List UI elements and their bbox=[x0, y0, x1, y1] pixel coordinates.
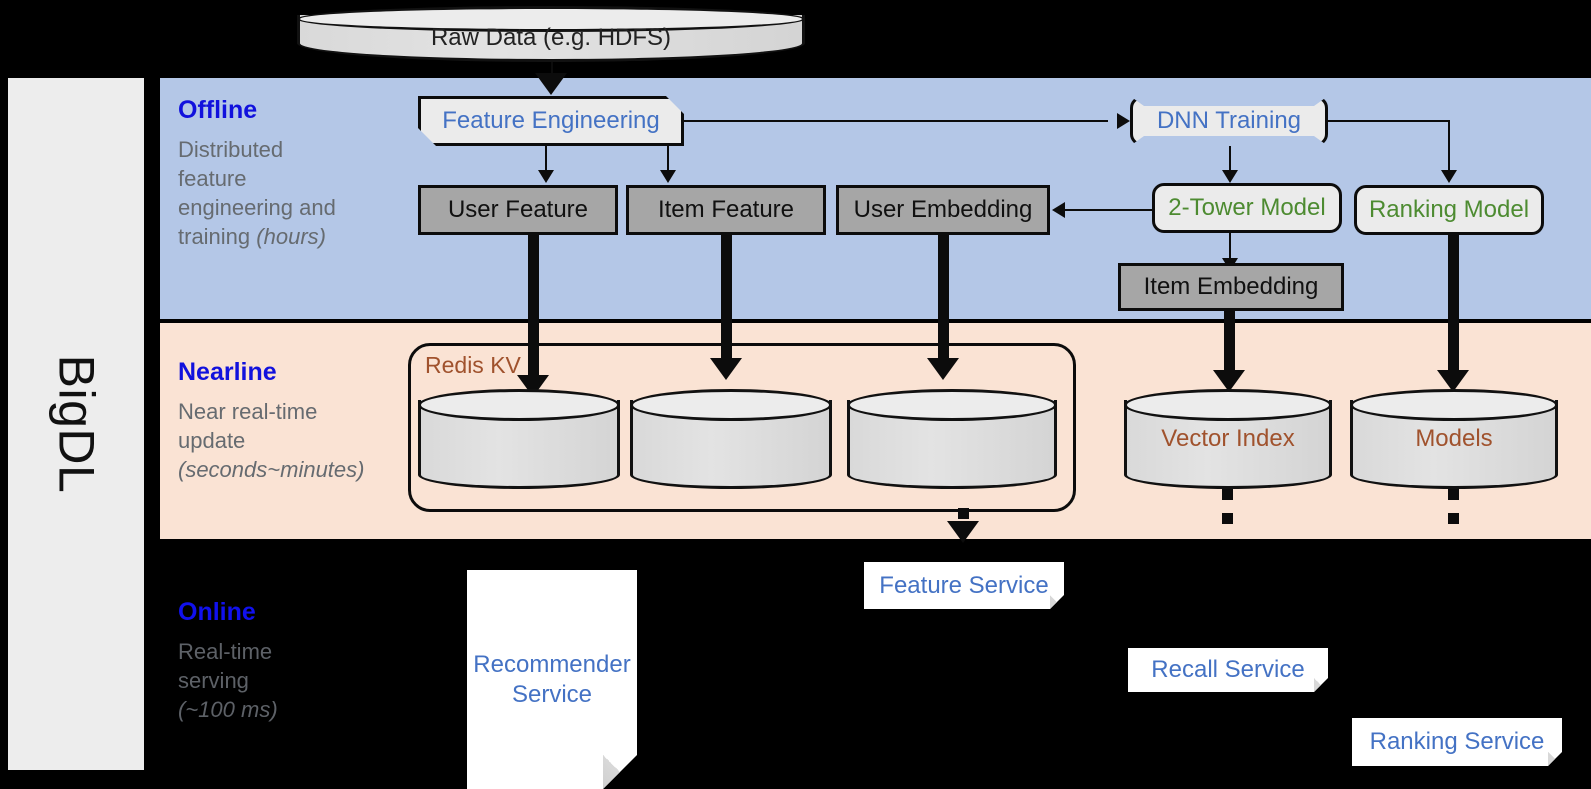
ranking-service-label: Ranking Service bbox=[1369, 728, 1545, 755]
recommender-service-l1: Recommender bbox=[473, 650, 631, 678]
pipe-userembedding-kv bbox=[938, 235, 949, 365]
redis-kv-label: Redis KV bbox=[425, 352, 521, 378]
stage-label-nearline: Nearline Near real-time update (seconds~… bbox=[178, 358, 418, 484]
vector-index-cylinder[interactable]: Vector Index bbox=[1124, 389, 1332, 489]
node-recommender-service[interactable]: Recommender Service bbox=[467, 570, 637, 789]
connector-fe-userfeature bbox=[545, 146, 547, 172]
page-fold-icon bbox=[1050, 595, 1064, 609]
user-embedding-label: User Embedding bbox=[853, 196, 1033, 224]
node-ranking-model[interactable]: Ranking Model bbox=[1354, 185, 1544, 235]
arrowhead-itemfeature-kv bbox=[710, 358, 742, 380]
pipe-itemembedding-vectorindex bbox=[1224, 311, 1235, 376]
node-ranking-service[interactable]: Ranking Service bbox=[1352, 718, 1562, 766]
dnn-training-label: DNN Training bbox=[1156, 107, 1302, 135]
arrowhead-rawdata-fe bbox=[535, 73, 567, 95]
node-feature-service[interactable]: Feature Service bbox=[864, 562, 1064, 609]
pipe-userfeature-kv bbox=[528, 235, 539, 385]
offline-desc-l1: Distributed bbox=[178, 137, 284, 162]
raw-data-cylinder: Raw Data (e.g. HDFS) bbox=[297, 6, 805, 62]
arrowhead-rankingmodel-models bbox=[1437, 370, 1469, 392]
offline-desc-l4: training bbox=[178, 224, 257, 250]
offline-desc-l3: engineering and bbox=[178, 195, 336, 221]
kv-cylinder-1-top bbox=[418, 389, 620, 421]
dash-models-1 bbox=[1448, 489, 1459, 500]
offline-desc-italic: (hours) bbox=[256, 224, 326, 250]
recommender-service-text: Recommender Service bbox=[473, 650, 630, 710]
two-tower-model-label: 2-Tower Model bbox=[1168, 194, 1326, 222]
raw-data-cylinder-top bbox=[297, 6, 805, 32]
connector-dnn-rankingmodel-h bbox=[1328, 120, 1450, 122]
kv-cylinder-3[interactable] bbox=[847, 389, 1057, 489]
node-user-embedding[interactable]: User Embedding bbox=[836, 185, 1050, 235]
vector-index-cylinder-top bbox=[1124, 389, 1332, 421]
stage-desc-online: Real-time serving (~100 ms) bbox=[178, 637, 418, 724]
stage-desc-offline: Distributed feature engineering and trai… bbox=[178, 135, 418, 251]
connector-dnn-twotower bbox=[1229, 146, 1231, 172]
page-fold-icon bbox=[1548, 752, 1562, 766]
user-feature-label: User Feature bbox=[447, 196, 589, 224]
online-desc-l2: serving bbox=[178, 668, 249, 694]
recall-service-label: Recall Service bbox=[1151, 656, 1305, 683]
page-fold-icon bbox=[1314, 678, 1328, 692]
online-desc-italic: (~100 ms) bbox=[178, 697, 278, 723]
connector-twotower-userembedding bbox=[1065, 209, 1155, 211]
connector-dnn-rankingmodel-v bbox=[1448, 120, 1450, 172]
node-item-embedding[interactable]: Item Embedding bbox=[1118, 263, 1344, 311]
arrowhead-kv-featureservice bbox=[947, 521, 979, 543]
arrowhead-dnn-rankingmodel bbox=[1441, 170, 1457, 183]
kv-cylinder-1[interactable] bbox=[418, 389, 620, 489]
ranking-model-label: Ranking Model bbox=[1368, 196, 1530, 224]
arrowhead-twotower-userembedding bbox=[1052, 202, 1065, 218]
dash-models-2 bbox=[1448, 513, 1459, 524]
dash-vectorindex-1 bbox=[1222, 489, 1233, 500]
stage-title-nearline: Nearline bbox=[178, 358, 277, 386]
bigdl-label: BigDL bbox=[48, 354, 104, 494]
redis-kv-container bbox=[408, 343, 1076, 512]
item-feature-label: Item Feature bbox=[657, 196, 795, 224]
node-two-tower-model[interactable]: 2-Tower Model bbox=[1152, 183, 1342, 233]
stage-title-offline: Offline bbox=[178, 96, 258, 124]
feature-engineering-label: Feature Engineering bbox=[442, 107, 660, 135]
nearline-desc-l2: update bbox=[178, 428, 246, 454]
feature-service-label: Feature Service bbox=[879, 571, 1049, 599]
connector-twotower-itememb bbox=[1229, 233, 1231, 261]
arrowhead-fe-userfeature bbox=[538, 170, 554, 183]
arrowhead-userembedding-kv bbox=[927, 358, 959, 380]
nearline-desc-l1: Near real-time bbox=[178, 399, 318, 424]
online-desc-l1: Real-time bbox=[178, 639, 273, 664]
node-recall-service[interactable]: Recall Service bbox=[1128, 648, 1328, 692]
pipe-itemfeature-kv bbox=[721, 235, 732, 365]
offline-desc-l2: feature bbox=[178, 166, 247, 192]
arrowhead-itemembedding-vectorindex bbox=[1213, 370, 1245, 392]
models-cylinder-top bbox=[1350, 389, 1558, 421]
arrowhead-dnn-twotower bbox=[1222, 170, 1238, 183]
kv-cylinder-2-top bbox=[630, 389, 832, 421]
kv-cylinder-2[interactable] bbox=[630, 389, 832, 489]
dash-kv-featureservice-1 bbox=[958, 508, 969, 519]
arrowhead-fe-itemfeature bbox=[660, 170, 676, 183]
pipe-rankingmodel-models bbox=[1448, 235, 1459, 375]
item-embedding-label: Item Embedding bbox=[1143, 273, 1319, 301]
stage-label-online: Online Real-time serving (~100 ms) bbox=[178, 598, 418, 724]
arrowhead-fe-dnn bbox=[1117, 113, 1130, 129]
models-cylinder[interactable]: Models bbox=[1350, 389, 1558, 489]
stage-desc-nearline: Near real-time update (seconds~minutes) bbox=[178, 397, 418, 484]
connector-fe-itemfeature bbox=[667, 146, 669, 172]
stage-title-online: Online bbox=[178, 598, 256, 626]
node-user-feature[interactable]: User Feature bbox=[418, 185, 618, 235]
bigdl-sidebar: BigDL bbox=[8, 78, 144, 770]
recommender-service-l2: Service bbox=[511, 680, 593, 708]
nearline-desc-italic: (seconds~minutes) bbox=[178, 457, 365, 483]
page-fold-icon bbox=[603, 755, 637, 789]
node-item-feature[interactable]: Item Feature bbox=[626, 185, 826, 235]
kv-cylinder-3-top bbox=[847, 389, 1057, 421]
stage-label-offline: Offline Distributed feature engineering … bbox=[178, 96, 418, 251]
connector-rawdata-fe bbox=[551, 62, 553, 80]
node-feature-engineering[interactable]: Feature Engineering bbox=[418, 96, 684, 146]
dash-vectorindex-2 bbox=[1222, 513, 1233, 524]
connector-fe-dnn bbox=[684, 120, 1108, 122]
